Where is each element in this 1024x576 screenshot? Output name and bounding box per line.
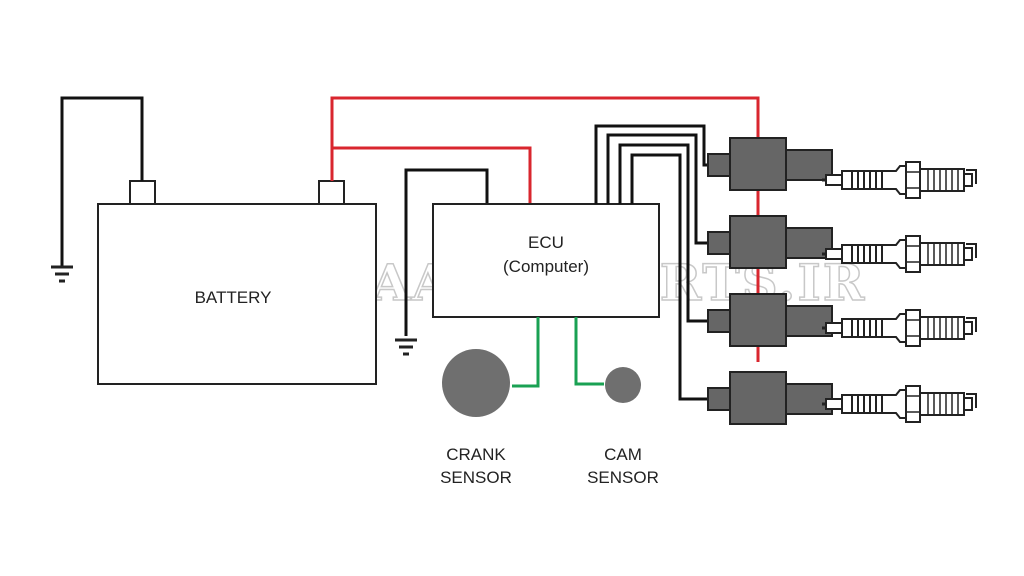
battery-positive-terminal: [318, 180, 345, 205]
battery: BATTERY: [97, 180, 377, 385]
ecu: ECU (Computer): [432, 203, 660, 318]
ecu-ground-symbol-icon: [393, 338, 419, 356]
cam-sensor-label: CAM: [604, 445, 642, 464]
cam-sensor-sublabel: SENSOR: [587, 468, 659, 487]
power-wire-to-ecu: [332, 146, 532, 204]
battery-negative-terminal: [129, 180, 156, 205]
ignition-coil-1-icon: [707, 137, 833, 191]
crank-sensor-sublabel: SENSOR: [440, 468, 512, 487]
ecu-label: ECU: [528, 233, 564, 252]
trigger-wire-coil-4: [630, 153, 708, 401]
battery-label: BATTERY: [195, 288, 272, 307]
cam-sensor-wire: [574, 317, 604, 386]
battery-ground-symbol-icon: [49, 265, 75, 283]
crank-sensor-wire: [512, 317, 540, 388]
cam-sensor: [605, 367, 641, 403]
power-wire-to-coils: [330, 96, 760, 181]
spark-plug-4-icon: [820, 384, 978, 424]
battery-body: [97, 203, 377, 385]
ecu-sublabel: (Computer): [503, 257, 589, 276]
spark-plug-3-icon: [820, 308, 978, 348]
spark-plug-1-icon: [820, 160, 978, 200]
ignition-coil-4-icon: [707, 371, 833, 425]
ecu-box: [432, 203, 660, 318]
ecu-ground-wire: [404, 168, 489, 336]
crank-sensor: [442, 349, 510, 417]
trigger-wire-coil-2: [606, 133, 708, 245]
trigger-wire-coil-3: [618, 143, 708, 323]
battery-ground-wire: [60, 96, 144, 266]
trigger-wire-coil-1: [594, 124, 708, 204]
crank-sensor-label: CRANK: [446, 445, 506, 464]
